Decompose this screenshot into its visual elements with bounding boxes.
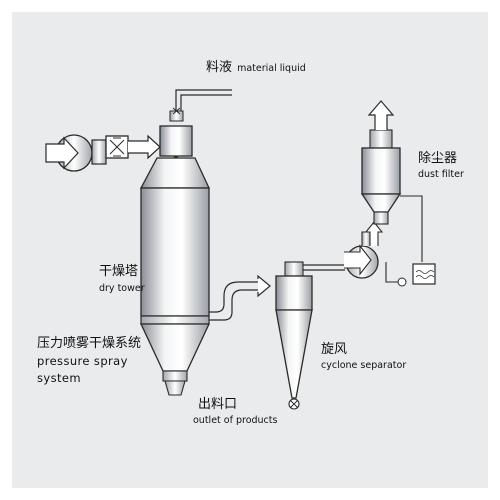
background-panel xyxy=(12,12,488,488)
material-liquid-zh: 料液 xyxy=(206,60,233,75)
tower-cyclone-duct xyxy=(209,289,258,321)
exhaust-fan xyxy=(344,231,379,279)
outlet-zh: 出料口 xyxy=(198,397,238,412)
cyclone-zh: 旋风 xyxy=(321,342,348,357)
dry-tower-zh: 干燥塔 xyxy=(99,264,139,279)
material-liquid-label: 料液 material liquid xyxy=(206,58,306,74)
cyclone-en: cyclone separator xyxy=(321,360,407,371)
water-line xyxy=(400,195,423,262)
system-en-line1: pressure spray xyxy=(37,354,128,368)
dust-filter-en: dust filter xyxy=(418,169,464,180)
atomizer xyxy=(159,107,193,171)
cyclone-fan-duct xyxy=(303,264,345,271)
dry-tower-en: dry tower xyxy=(99,283,145,294)
blower-fan xyxy=(45,134,107,172)
feed-pipe xyxy=(175,89,232,115)
dry-tower xyxy=(139,157,211,396)
system-en-line2: system xyxy=(37,371,81,385)
cyclone xyxy=(275,261,313,410)
outlet-en: outlet of products xyxy=(193,415,278,426)
material-liquid-en: material liquid xyxy=(237,63,306,74)
water-tank xyxy=(412,263,436,285)
pump xyxy=(397,277,407,287)
exhaust-arrow xyxy=(367,100,395,130)
air-heater xyxy=(105,135,129,159)
dust-filter xyxy=(360,129,402,225)
dust-filter-zh: 除尘器 xyxy=(418,151,458,166)
duct-arrow xyxy=(257,274,271,298)
system-zh: 压力喷雾干燥系统 xyxy=(37,336,142,351)
